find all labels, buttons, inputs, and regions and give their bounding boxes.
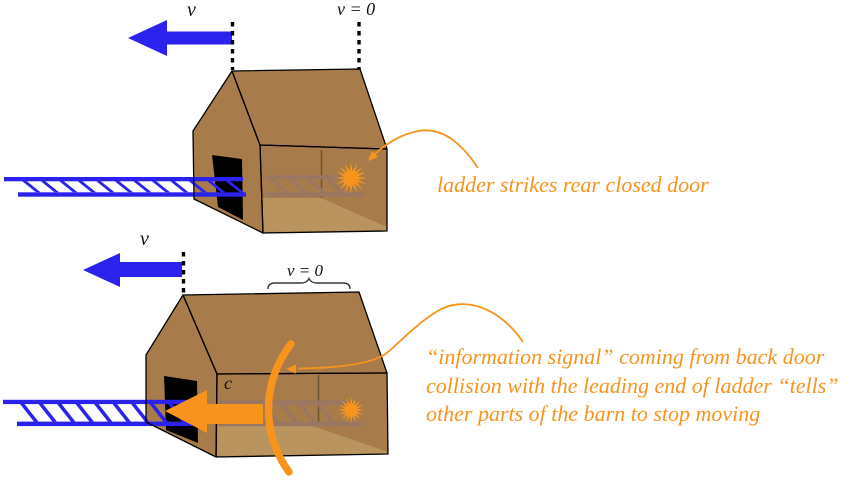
bottom-annotation-line-2: collision with the leading end of ladder… xyxy=(426,372,839,398)
ladder-rung xyxy=(225,181,244,193)
signal-wavefront-arc xyxy=(264,340,295,476)
bottom-barn-floor-lit xyxy=(217,426,387,456)
ladder-rung xyxy=(325,179,344,193)
ladder-rung xyxy=(40,181,59,193)
bottom-annotation-text: “information signal” coming from back do… xyxy=(426,343,850,429)
ladder-rung xyxy=(22,181,41,193)
bottom-velocity-arrow xyxy=(83,253,182,287)
bottom-annotation-line-3: other parts of the barn to stop moving xyxy=(426,401,761,426)
top-barn-outlines xyxy=(192,68,388,234)
ladder-rung xyxy=(288,179,307,193)
bottom-velocity-label: v xyxy=(140,228,149,250)
top-barn-floor-lit xyxy=(263,198,387,232)
ladder-rung xyxy=(77,181,96,193)
signal-arrow xyxy=(165,390,263,433)
ladder-rung xyxy=(149,404,168,422)
top-annotation-arrowhead-icon xyxy=(368,150,379,161)
top-outside-ladder xyxy=(4,177,246,197)
bottom-barn xyxy=(3,291,389,476)
ladder-rung xyxy=(20,404,39,422)
ladder-rung xyxy=(207,181,226,193)
ladder-rung xyxy=(59,181,78,193)
top-velocity-arrow xyxy=(128,20,232,56)
ladder-rung xyxy=(38,404,57,422)
top-barn-roof xyxy=(232,69,387,149)
rest-region-brace xyxy=(267,276,351,290)
ladder-rung xyxy=(75,404,94,422)
ladder-rung xyxy=(270,179,289,193)
collision-starburst-icon xyxy=(335,162,367,194)
top-barn xyxy=(4,68,388,234)
ladder-rung xyxy=(298,404,317,422)
collision-starburst-icon xyxy=(338,397,364,423)
ladder-rung xyxy=(133,181,152,193)
ladder-rung xyxy=(151,181,170,193)
bottom-barn-roof xyxy=(183,292,387,374)
top-interior-ladder xyxy=(266,175,364,197)
bottom-annotation-arrow xyxy=(286,303,524,374)
ladder-rung xyxy=(131,404,150,422)
top-annotation-text: ladder strikes rear closed door xyxy=(437,172,709,197)
top-velocity-label: v xyxy=(187,0,196,21)
ladder-rung xyxy=(112,404,131,422)
top-rest-label: v = 0 xyxy=(337,0,376,19)
ladder-rung xyxy=(307,179,326,193)
ladder-rung xyxy=(96,181,115,193)
ladder-rung xyxy=(94,404,113,422)
bottom-annotation-line-1: “information signal” coming from back do… xyxy=(426,344,825,369)
ladder-rung xyxy=(188,181,207,193)
ladder-rung xyxy=(316,404,335,422)
ladder-rung xyxy=(114,181,133,193)
signal-speed-label: c xyxy=(224,373,232,393)
top-annotation-arrow xyxy=(368,129,479,169)
bottom-barn-outlines xyxy=(145,291,389,458)
top-barn-door xyxy=(212,155,243,220)
bottom-annotation-arrowhead-icon xyxy=(286,364,296,374)
ladder-rung xyxy=(279,404,298,422)
ladder-rung xyxy=(57,404,76,422)
ladder-rung xyxy=(170,181,189,193)
bottom-rest-label: v = 0 xyxy=(287,261,324,280)
